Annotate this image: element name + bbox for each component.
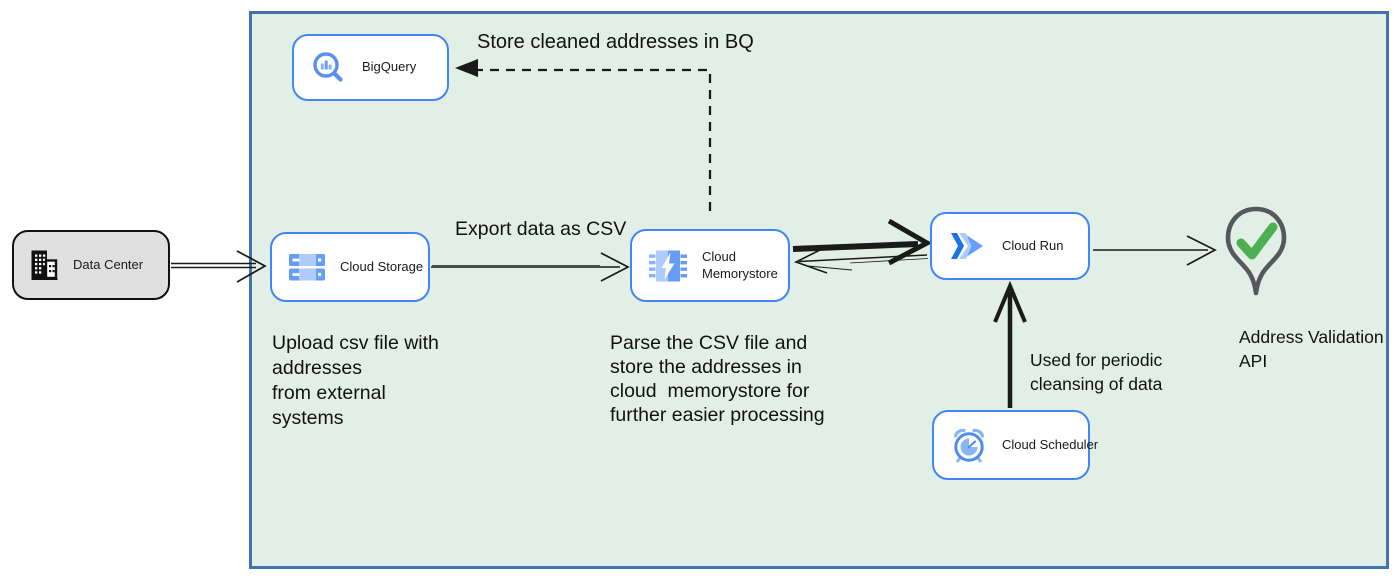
annotation-parse-csv: Parse the CSV file and store the address… — [610, 332, 825, 426]
edge-label-periodic-cleansing: Used for periodic cleansing of data — [1030, 350, 1163, 394]
edge-memorystore-to-bigquery[interactable] — [455, 59, 712, 211]
annotation-upload-csv: Upload csv file with addresses from exte… — [272, 332, 439, 429]
node-label: Cloud Memorystore — [702, 249, 778, 281]
node-label: BigQuery — [362, 59, 417, 75]
address-validation-pin-icon[interactable] — [1219, 204, 1293, 310]
edge-scheduler-to-run[interactable] — [993, 280, 1027, 408]
node-label: Cloud Run — [1002, 237, 1064, 253]
node-cloud-memorystore[interactable]: Cloud Memorystore — [630, 229, 790, 302]
node-label: Cloud Storage — [340, 258, 424, 274]
edge-datacenter-to-storage[interactable] — [171, 250, 267, 283]
cloud-storage-icon — [289, 253, 325, 282]
node-bigquery[interactable]: BigQuery — [292, 34, 449, 101]
label-address-validation-api: Address Validation API — [1239, 327, 1384, 371]
node-data-center[interactable]: Data Center — [12, 230, 170, 300]
cloud-scheduler-icon — [951, 427, 987, 464]
node-cloud-scheduler[interactable]: Cloud Scheduler — [932, 410, 1098, 480]
node-label: Cloud Scheduler — [1002, 436, 1099, 452]
edge-label-export-csv: Export data as CSV — [455, 218, 627, 240]
edge-label-store-bq: Store cleaned addresses in BQ — [477, 31, 754, 53]
gcp-boundary-container[interactable] — [249, 11, 1389, 569]
node-cloud-run[interactable]: Cloud Run — [930, 212, 1090, 280]
edge-run-to-api[interactable] — [1093, 235, 1217, 266]
node-label: Data Center — [73, 256, 144, 272]
edge-run-to-memorystore[interactable] — [793, 247, 929, 274]
data-center-building-icon — [31, 250, 58, 281]
bigquery-icon — [311, 50, 347, 86]
cloud-memorystore-icon — [649, 249, 687, 283]
node-cloud-storage[interactable]: Cloud Storage — [270, 232, 430, 302]
cloud-run-icon — [949, 231, 987, 261]
edge-storage-to-memorystore[interactable] — [431, 252, 630, 282]
